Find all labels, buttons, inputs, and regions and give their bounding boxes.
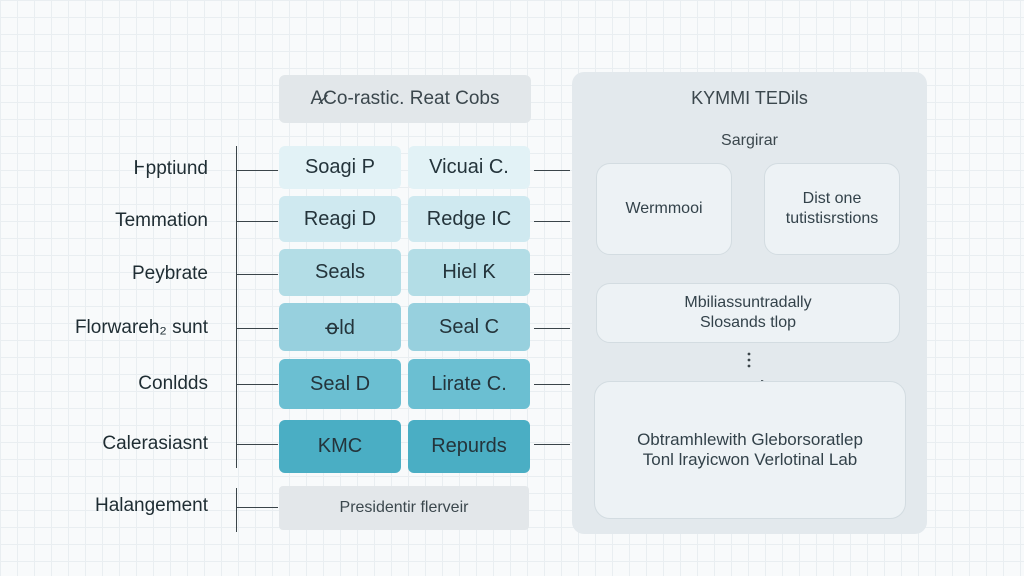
panel-box-c: Mbiliassuntradally Slosands tlop (596, 283, 900, 343)
panel-box-d-line2: Tonl lrayicwon Verlotinal Lab (642, 450, 858, 469)
row-bracket (236, 146, 237, 468)
row-connector (236, 221, 278, 222)
panel-connector (534, 221, 570, 222)
row-connector (236, 328, 278, 329)
footer-bracket (236, 488, 237, 532)
grid-cell: Seals (279, 249, 401, 296)
grid-cell: Vicuai C. (408, 146, 530, 189)
row-label-4: Florwareh₂ sunt (74, 317, 208, 338)
panel-box-b: Dist one tutistisrstions (764, 163, 900, 255)
row-connector (236, 384, 278, 385)
panel-box-b-line2: tutistisrstions (785, 210, 879, 227)
grid-cell: Lirate C. (408, 359, 530, 409)
panel-box-d-line1: Obtramhlewith Gleborsoratlep (637, 430, 863, 449)
panel-box-a: Wermmooi (596, 163, 732, 255)
row-label-2: Temmation (115, 210, 208, 231)
row-connector (236, 507, 278, 508)
panel-box-d: Obtramhlewith Gleborsoratlep Tonl lrayic… (594, 381, 906, 519)
panel-connector (534, 444, 570, 445)
grid-cell: Soagi P (279, 146, 401, 189)
panel-box-a-text: Wermmooi (625, 200, 703, 217)
row-connector (236, 170, 278, 171)
panel-connector (534, 384, 570, 385)
row-label-7: Halangement (94, 495, 208, 516)
grid-cell: Redge IC (408, 196, 530, 242)
panel-title: KYMMI TEDils (691, 88, 808, 108)
grid-cell: Reagi D (279, 196, 401, 242)
grid-header: A̷Co-rastic. Reat Cobs (279, 75, 531, 123)
panel-box-b-line1: Dist one (802, 190, 862, 207)
row-label-3: Peybrate (131, 263, 208, 284)
panel-subtitle: Sargirar (721, 132, 778, 149)
panel-box-c-line1: Mbiliassuntradally (684, 294, 812, 311)
panel-connector (534, 274, 570, 275)
row-label-6: Calerasiasnt (102, 433, 208, 454)
row-label-1: Ͱpptiund (133, 158, 208, 179)
grid-cell: ꝋld (279, 303, 401, 351)
grid-cell: Seal C (408, 303, 530, 351)
grid-footer: Presidentir flerveir (279, 486, 529, 530)
grid-cell: Seal D (279, 359, 401, 409)
panel-connector (534, 328, 570, 329)
row-connector (236, 274, 278, 275)
grid-cell: KMC (279, 420, 401, 473)
panel-box-c-line2: Slosands tlop (699, 314, 797, 331)
grid-cell: Repurds (408, 420, 530, 473)
grid-cell: Hiel Ƙ (408, 249, 530, 296)
panel-connector (534, 170, 570, 171)
row-label-5: Conldds (138, 373, 208, 394)
row-connector (236, 444, 278, 445)
